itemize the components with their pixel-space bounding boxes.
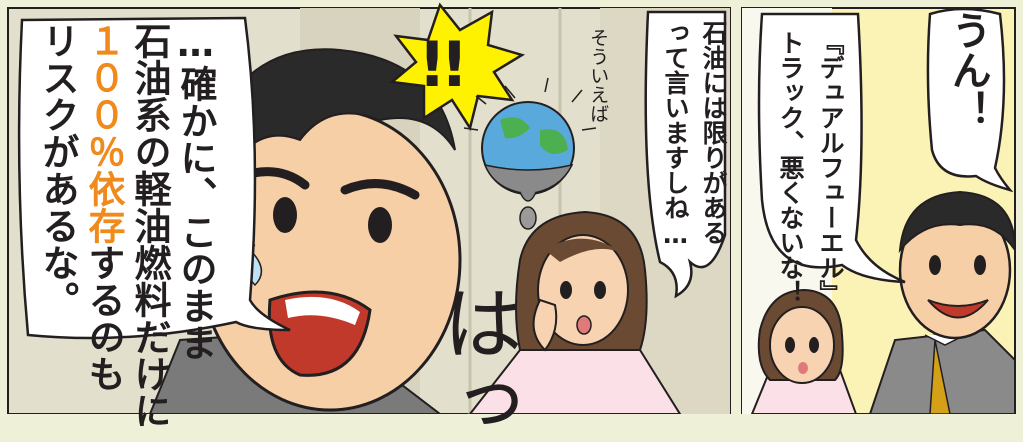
panel-left bbox=[7, 2, 731, 414]
speech-main-line-4: リスクがあるな。 bbox=[36, 22, 79, 318]
earth-oil-drop-icon bbox=[463, 77, 597, 230]
speech-woman-line-2: って言いますしね… bbox=[661, 20, 690, 249]
speech-main-line-1: …確かに、このまま bbox=[174, 22, 217, 361]
man-character-smiling bbox=[868, 190, 1017, 414]
speech-main-line-3: １００％依存するのも bbox=[80, 22, 126, 429]
aside-text: そういえば bbox=[587, 28, 610, 123]
woman-character-small bbox=[750, 288, 858, 414]
speech-woman-text: 石油には限りがある って言いますしね… bbox=[656, 20, 732, 249]
man-character-worried bbox=[148, 48, 462, 414]
speech-bubble-main bbox=[17, 16, 291, 340]
speech-bubble-shout bbox=[926, 7, 1014, 193]
speech-main-line-2: 石油系の軽油燃料だけに bbox=[128, 22, 171, 429]
highlight-100-percent: １００％依存 bbox=[82, 22, 125, 244]
panel-right bbox=[741, 7, 1017, 414]
speech-shout-text: うん！ bbox=[944, 10, 991, 130]
exclamation-text: !! bbox=[418, 28, 469, 101]
speech-man-line-1: 『デュアルフューエル』 bbox=[816, 30, 845, 305]
speech-main-text: …確かに、このまま 石油系の軽油燃料だけに １００％依存するのも リスクがあるな… bbox=[34, 22, 218, 429]
speech-man-line-2: トラック、悪くないな！ bbox=[776, 30, 805, 305]
speech-bubble-woman bbox=[644, 10, 727, 299]
comic-artwork bbox=[7, 2, 1017, 414]
comic-strip: …確かに、このまま 石油系の軽油燃料だけに １００％依存するのも リスクがあるな… bbox=[7, 2, 1017, 442]
sfx-text: はっ bbox=[430, 282, 523, 442]
speech-bubble-man bbox=[757, 12, 906, 284]
exclamation-burst bbox=[388, 2, 526, 132]
woman-character-concerned bbox=[468, 210, 682, 414]
speech-man-text: 『デュアルフューエル』 トラック、悪くないな！ bbox=[770, 30, 850, 305]
speech-main-line-3-rest: するのも bbox=[82, 244, 125, 392]
speech-woman-line-1: 石油には限りがある bbox=[699, 20, 728, 245]
